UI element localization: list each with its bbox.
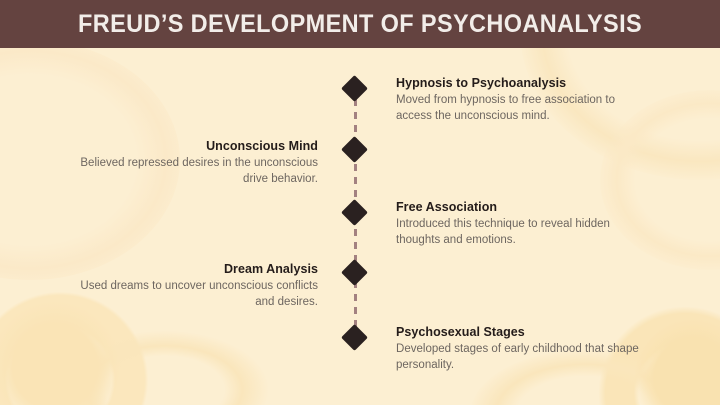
timeline-item-description: Developed stages of early childhood that… — [396, 343, 639, 371]
timeline-item-description: Used dreams to uncover unconscious confl… — [80, 280, 318, 308]
header-bar: FREUD’S DEVELOPMENT OF PSYCHOANALYSIS — [0, 0, 720, 48]
diamond-marker-icon — [341, 324, 368, 351]
timeline-item-description: Introduced this technique to reveal hidd… — [396, 218, 610, 246]
timeline-item-description: Moved from hypnosis to free association … — [396, 94, 616, 122]
page-title: FREUD’S DEVELOPMENT OF PSYCHOANALYSIS — [77, 9, 643, 38]
timeline-item-description: Believed repressed desires in the uncons… — [80, 157, 318, 185]
diamond-marker-icon — [341, 136, 368, 163]
timeline-item-title: Unconscious Mind — [206, 139, 318, 153]
diamond-marker-icon — [341, 199, 368, 226]
diamond-marker-icon — [341, 259, 368, 286]
timeline-item-title: Hypnosis to Psychoanalysis — [396, 76, 567, 90]
timeline-item-title: Dream Analysis — [223, 262, 318, 276]
timeline-item-title: Psychosexual Stages — [396, 325, 525, 339]
timeline-item-title: Free Association — [396, 200, 498, 214]
diamond-marker-icon — [341, 75, 368, 102]
